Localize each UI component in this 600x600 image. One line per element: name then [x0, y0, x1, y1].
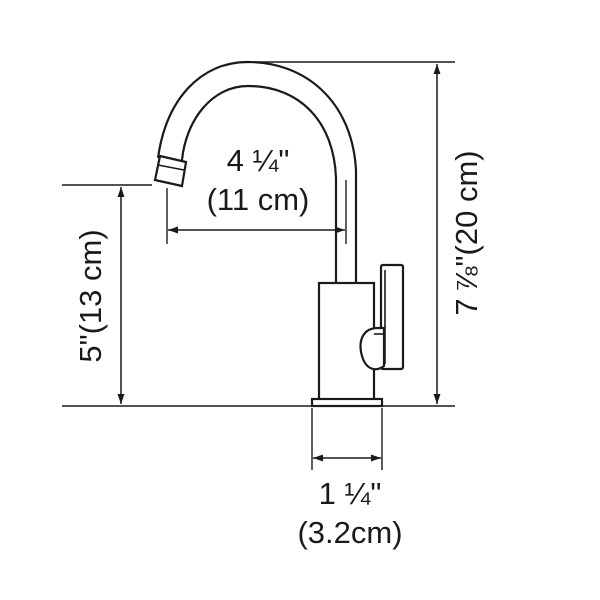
extension-lines	[62, 61, 455, 470]
reach-imperial-label: 4 ¼"	[227, 143, 290, 178]
spout-tip	[153, 154, 188, 188]
overall-height-label: 7 ⅞"(20 cm)	[449, 150, 484, 315]
spout-inner	[180, 84, 338, 283]
overall-height-whole: 7	[449, 298, 484, 315]
faucet-handle	[379, 263, 405, 371]
spout-height-metric: (13 cm)	[73, 229, 108, 334]
overall-height-metric: (20 cm)	[449, 150, 484, 255]
spout-height-imperial: 5"	[73, 334, 108, 362]
spout-outer	[156, 60, 358, 283]
faucet-base	[310, 397, 384, 408]
overall-height-fraction: ⅞	[449, 266, 484, 292]
base-diameter-metric-label: (3.2cm)	[297, 515, 402, 550]
handle-hub	[359, 326, 386, 371]
svg-text:5"(13 cm): 5"(13 cm)	[73, 229, 108, 362]
spout-height-label: 5"(13 cm)	[73, 229, 108, 362]
faucet-drawing	[153, 60, 405, 408]
base-diameter-imperial-label: 1 ¼"	[319, 476, 382, 511]
reach-metric-label: (11 cm)	[207, 182, 310, 217]
dimension-arrows	[117, 64, 441, 462]
overall-height-inch-mark: "	[449, 255, 484, 266]
svg-text:7⅞"(20 cm): 7 ⅞"(20 cm)	[449, 150, 484, 315]
